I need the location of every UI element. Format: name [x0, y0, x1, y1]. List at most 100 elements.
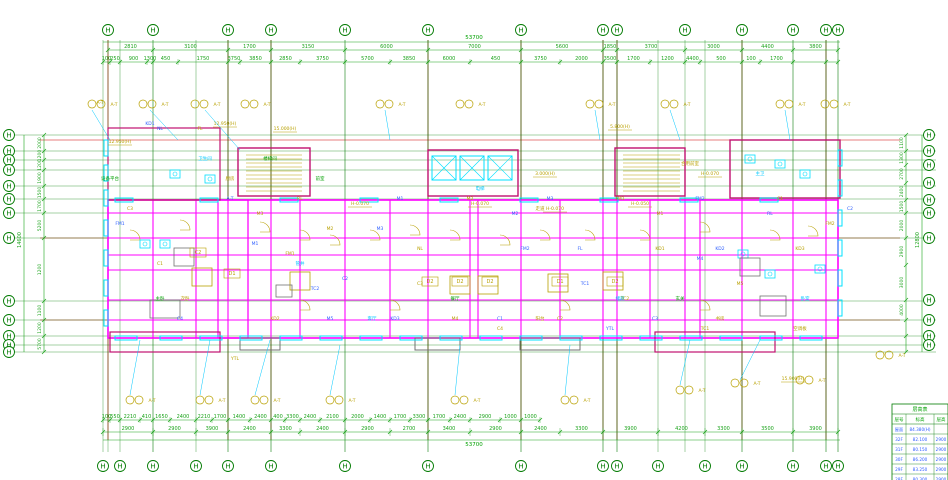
table-cell: 80.150	[913, 447, 928, 452]
door-tag: M5	[737, 281, 744, 287]
table-cell: 83.250	[913, 467, 928, 472]
top-segment-label: 3700	[645, 44, 658, 50]
door-tag: C1	[497, 316, 503, 322]
right-dim-tick	[903, 197, 909, 203]
door-tag: M2	[512, 211, 519, 217]
room-label: 合用前室	[681, 160, 699, 167]
bottom-detail-label: 1700	[394, 414, 407, 420]
window-bottom	[599, 335, 623, 341]
door-tag: KD2	[715, 246, 724, 252]
right-dim-tick	[903, 235, 909, 241]
table-cell: 28F	[895, 477, 903, 480]
door-swing	[299, 229, 311, 241]
top-detail-label: 3850	[249, 56, 262, 62]
elevator-tag-box	[421, 276, 439, 287]
bottom-detail-label: 2400	[454, 414, 467, 420]
bottom-detail-label: 1000	[504, 414, 517, 420]
door-tag: FM2	[695, 196, 704, 202]
door-tag: TC1	[580, 281, 590, 287]
callout-label: A-T	[274, 398, 281, 404]
window-bottom	[239, 335, 263, 341]
axis-bubble	[652, 460, 664, 472]
axis-bubble	[923, 339, 935, 351]
window-bottom	[159, 335, 183, 341]
callout-circle	[240, 99, 250, 109]
axis-bubble-label: H	[739, 463, 744, 471]
axis-bubble-label: H	[425, 27, 430, 35]
axis-bubble	[679, 24, 691, 36]
axis-bubble	[923, 194, 935, 206]
furniture	[149, 299, 181, 319]
left-dim-label: 1200	[37, 264, 43, 276]
level-mark: 12.950(H)	[109, 139, 132, 145]
level-mark: H-0.070	[701, 171, 719, 177]
axis-bubble-label: H	[117, 463, 122, 471]
top-segment-label: 2810	[124, 44, 137, 50]
table-cell: 84.380(H)	[909, 427, 930, 432]
door-tag: FM1	[285, 251, 294, 257]
axis-bubble	[3, 193, 15, 205]
axis-bubble	[3, 232, 15, 244]
bottom-detail-label: 1000	[524, 414, 537, 420]
elevator-car	[431, 155, 457, 181]
left-dim-label: 5200	[37, 220, 43, 232]
top-detail-label: 2850	[279, 56, 292, 62]
callout-circle	[325, 395, 335, 405]
room-label: 阳台	[536, 315, 545, 322]
axis-bubble-label: H	[6, 317, 11, 325]
right-dim-label: 4000	[899, 304, 905, 316]
table-cell: 2900	[936, 457, 947, 462]
axis-bubble-label: H	[6, 167, 11, 175]
room-label: 设备平台	[101, 175, 119, 182]
table-cell: 2900	[936, 437, 947, 442]
door-tag: M3	[547, 196, 554, 202]
axis-bubble	[923, 314, 935, 326]
callout-circle	[138, 99, 148, 109]
top-segment-label: 1700	[243, 44, 256, 50]
room-label: 书房	[716, 315, 725, 322]
axis-bubble-label: H	[6, 132, 11, 140]
callout-label: A-T	[149, 398, 156, 404]
door-swing	[699, 221, 711, 233]
window-left	[103, 164, 109, 182]
bottom-segment-label: 3300	[279, 426, 292, 432]
table-header: 标高	[916, 416, 925, 423]
window-bottom	[559, 335, 583, 341]
fixture	[744, 154, 756, 164]
door-swing	[584, 229, 596, 241]
axis-bubble	[265, 460, 277, 472]
window-top	[114, 197, 134, 203]
callout-circle	[660, 99, 670, 109]
bottom-segment-label: 3300	[575, 426, 588, 432]
fixture-basin	[777, 161, 783, 167]
door-tag: M3	[377, 226, 384, 232]
axis-bubble	[265, 24, 277, 36]
top-detail-label: 250	[110, 56, 120, 62]
bottom-detail-label: 2210	[124, 414, 137, 420]
callout-circle	[585, 99, 595, 109]
top-detail-label: 3850	[403, 56, 416, 62]
window-top	[679, 197, 699, 203]
elevator-tag-box	[606, 276, 624, 287]
callout-label: A-T	[349, 398, 356, 404]
table-title: 层高表	[912, 406, 927, 413]
left-dim-tick	[41, 210, 47, 216]
callout-label: A-T	[111, 102, 118, 108]
axis-bubble-label: H	[268, 27, 273, 35]
door-swing	[409, 224, 421, 236]
callout-label: A-T	[799, 102, 806, 108]
left-dim-label: 1100	[37, 305, 43, 317]
window-right	[837, 269, 843, 287]
axis-bubble-label: H	[614, 27, 619, 35]
axis-bubble-label: H	[682, 27, 687, 35]
door-tag: M2	[327, 226, 334, 232]
top-segment-label: 3150	[302, 44, 315, 50]
window-bottom	[279, 335, 303, 341]
leader-line	[204, 109, 241, 151]
elevator-cross	[459, 155, 485, 181]
callout-circle	[829, 99, 839, 109]
lift-shaft	[191, 267, 213, 287]
door-tag: M2	[467, 196, 474, 202]
top-segment-label: 1850	[604, 44, 617, 50]
